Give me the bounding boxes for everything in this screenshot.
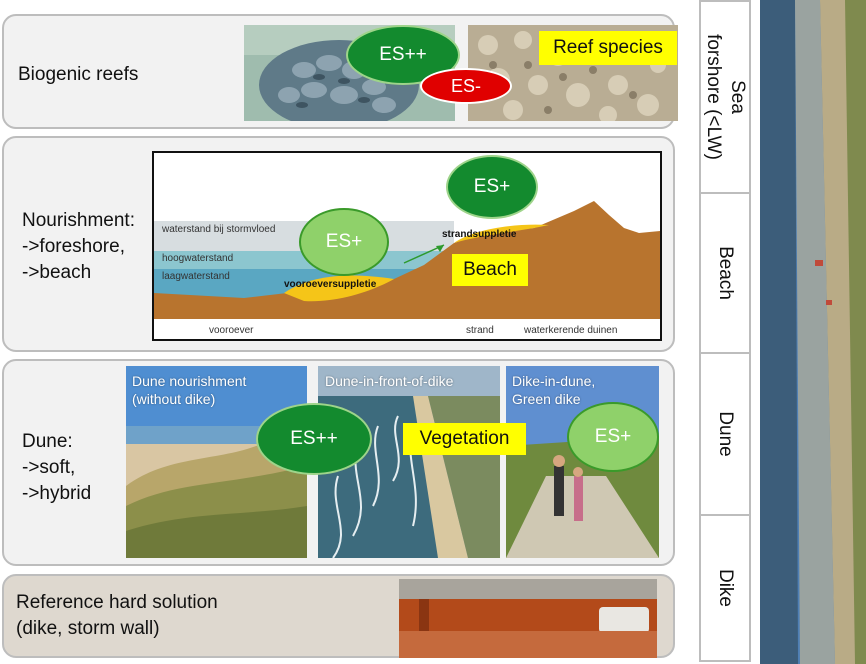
dune-nourishment-caption: Dune nourishment (without dike) — [132, 373, 247, 407]
reference-label: Reference hard solution (dike, storm wal… — [16, 592, 218, 639]
dike-in-dune-caption: Dike-in-dune, Green dike — [512, 373, 596, 407]
es-plus-ellipse-beach: ES+ — [446, 155, 538, 219]
storm-level-label: waterstand bij stormvloed — [161, 224, 275, 235]
beach-highlight-label: Beach — [452, 254, 528, 286]
beach-supply-label: strandsuppletie — [442, 229, 517, 240]
zone-beach: Beach — [699, 192, 751, 354]
zone-dike-label: Dike — [715, 568, 736, 608]
nourishment-cross-section: waterstand bij stormvloed hoogwaterstand… — [152, 151, 662, 341]
zone-dike: Dike — [699, 514, 751, 662]
reefs-label: Biogenic reefs — [18, 64, 139, 85]
foreshore-supply-label: vooroeversuppletie — [284, 279, 377, 290]
zone-beach-label: Beach — [715, 246, 736, 300]
low-water-label: laagwaterstand — [162, 271, 230, 282]
beach-axis-label: strand — [466, 325, 494, 336]
coastline-photo — [760, 0, 866, 664]
foreshore-axis-label: vooroever — [209, 325, 254, 336]
es-double-plus-ellipse-dune: ES++ — [256, 403, 372, 475]
vegetation-highlight-label: Vegetation — [403, 423, 526, 455]
zone-dune: Dune — [699, 352, 751, 516]
es-minus-ellipse-reefs: ES- — [420, 68, 512, 104]
es-plus-ellipse-dune: ES+ — [567, 402, 659, 472]
nourishment-label: Nourishment: ->foreshore, ->beach — [22, 210, 135, 283]
dunes-axis-label: waterkerende duinen — [523, 325, 617, 336]
reef-species-label: Reef species — [539, 31, 677, 65]
zone-sea-foreshore: Sea forshore (<LW) — [699, 0, 751, 194]
storm-wall-photo — [399, 579, 657, 658]
zone-dune-label: Dune — [715, 411, 736, 457]
dune-in-front-of-dike-caption: Dune-in-front-of-dike — [325, 373, 454, 389]
dune-label: Dune: ->soft, ->hybrid — [22, 431, 92, 504]
zone-sea-foreshore-label: Sea forshore (<LW) — [703, 34, 748, 160]
es-plus-ellipse-foreshore: ES+ — [299, 208, 389, 276]
high-water-label: hoogwaterstand — [162, 253, 233, 264]
es-double-plus-ellipse-reefs: ES++ — [346, 25, 460, 85]
